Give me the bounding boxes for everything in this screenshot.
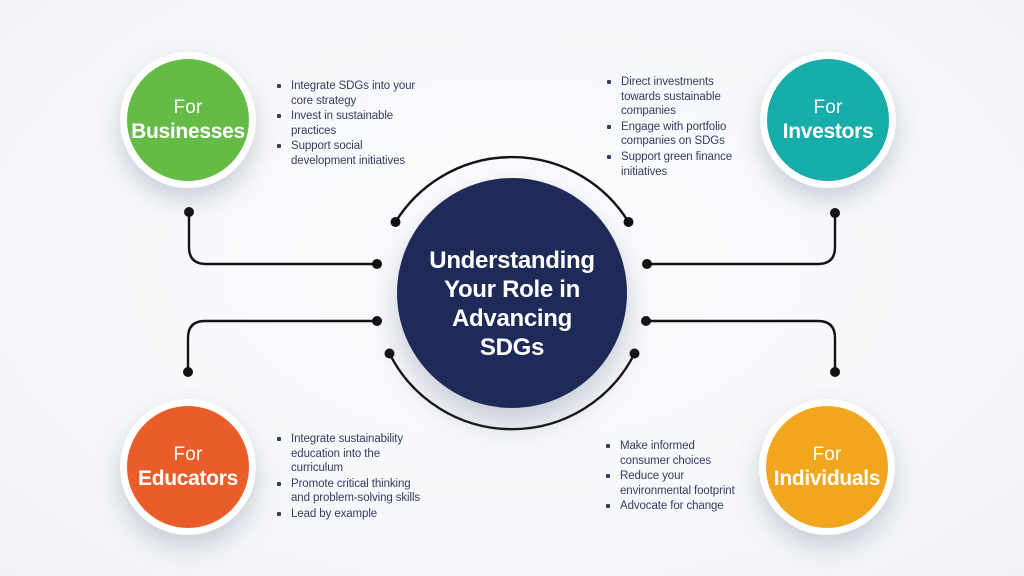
connector-businesses: [187, 210, 379, 266]
circle-businesses-name-label: Businesses: [131, 119, 245, 143]
connector-investors: [645, 211, 837, 266]
circle-investors-name-label: Investors: [782, 119, 874, 143]
bullet-text: Engage with portfolio companies on SDGs: [621, 120, 727, 148]
connector-dot: [641, 316, 651, 326]
circle-educators-for-label: For: [173, 443, 203, 465]
list-item: Make informed consumer choices: [606, 439, 735, 468]
bullet-text: Promote critical thinking and problem-so…: [291, 477, 421, 505]
list-item: Promote critical thinking and problem-so…: [277, 477, 420, 506]
connector-dot: [372, 259, 382, 269]
bullets-individuals: Make informed consumer choices Reduce yo…: [606, 439, 735, 514]
bullets-businesses: Integrate SDGs into your core strategy I…: [277, 79, 415, 169]
circle-individuals-name-label: Individuals: [773, 466, 881, 490]
bullet-marker-icon: [277, 511, 281, 516]
bullet-marker-icon: [277, 114, 281, 119]
connector-dot: [184, 207, 194, 217]
circle-businesses-for-label: For: [173, 96, 203, 118]
circle-businesses: For Businesses: [120, 52, 256, 188]
circle-investors: For Investors: [760, 52, 896, 188]
bullet-text: Invest in sustainable practices: [291, 110, 394, 137]
list-item: Reduce your environmental footprint: [606, 469, 735, 498]
center-circle: Understanding Your Role in Advancing SDG…: [397, 178, 627, 408]
list-item: Support social development initiatives: [277, 139, 415, 168]
bullet-marker-icon: [606, 504, 610, 509]
circle-individuals: For Individuals: [759, 399, 895, 535]
circle-educators-name-label: Educators: [138, 466, 238, 490]
list-item: Direct investments towards sustainable c…: [607, 75, 732, 119]
bullet-marker-icon: [607, 124, 611, 129]
bullet-marker-icon: [277, 84, 281, 88]
list-item: Lead by example: [277, 507, 420, 522]
bullet-text: Direct investments towards sustainable c…: [621, 76, 721, 118]
list-item: Integrate sustainability education into …: [277, 432, 420, 476]
bullet-marker-icon: [606, 474, 610, 479]
bullet-text: Support green finance initiatives: [621, 150, 733, 178]
bullet-text: Make informed consumer choices: [620, 440, 712, 467]
list-item: Integrate SDGs into your core strategy: [277, 79, 415, 108]
ring-dot: [623, 217, 634, 227]
ring-dot: [384, 348, 395, 359]
center-ring-arc-top: [394, 155, 630, 224]
bullet-marker-icon: [277, 144, 281, 149]
connector-dot: [830, 208, 840, 218]
connector-educators: [186, 319, 379, 374]
bullets-educators: Integrate sustainability education into …: [277, 432, 420, 522]
bullet-text: Reduce your environmental footprint: [620, 470, 735, 497]
ring-dot: [390, 217, 401, 227]
bullet-text: Advocate for change: [620, 500, 724, 513]
bullets-investors: Direct investments towards sustainable c…: [607, 75, 732, 179]
list-item: Support green finance initiatives: [607, 150, 732, 179]
ring-dot: [629, 348, 640, 359]
circle-investors-for-label: For: [813, 96, 843, 118]
list-item: Invest in sustainable practices: [277, 109, 415, 138]
circle-individuals-for-label: For: [812, 443, 842, 465]
bullet-marker-icon: [277, 437, 281, 441]
connector-dot: [183, 367, 193, 377]
bullet-text: Integrate SDGs into your core strategy: [291, 80, 416, 107]
bullet-text: Integrate sustainability education into …: [291, 433, 404, 475]
circle-educators: For Educators: [120, 399, 256, 535]
bullet-text: Support social development initiatives: [291, 140, 406, 167]
bullet-marker-icon: [607, 154, 611, 159]
bullet-marker-icon: [277, 481, 281, 486]
bullet-text: Lead by example: [291, 507, 378, 520]
center-title: Understanding Your Role in Advancing SDG…: [429, 247, 595, 361]
connector-dot: [642, 259, 652, 269]
list-item: Advocate for change: [606, 499, 735, 514]
center-ring-arc-bottom: [388, 352, 636, 431]
bullet-marker-icon: [606, 444, 610, 448]
connector-dot: [372, 316, 382, 326]
connector-dot: [830, 367, 840, 377]
list-item: Engage with portfolio companies on SDGs: [607, 120, 732, 149]
connector-individuals: [644, 319, 837, 374]
bullet-marker-icon: [607, 80, 611, 84]
